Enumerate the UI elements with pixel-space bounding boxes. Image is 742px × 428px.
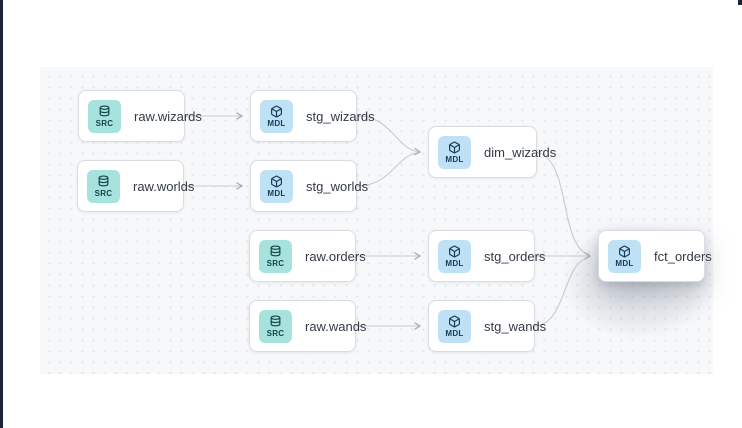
left-edge-bar: [0, 0, 3, 428]
badge-label: MDL: [267, 118, 286, 128]
badge-label: SRC: [266, 328, 285, 338]
node-stg-orders[interactable]: MDL stg_orders: [428, 230, 545, 282]
node-label: raw.orders: [305, 248, 366, 264]
node-raw-wands[interactable]: SRC raw.wands: [249, 300, 366, 352]
database-icon: [97, 174, 110, 188]
model-badge: MDL: [260, 99, 293, 133]
cube-icon: [448, 244, 461, 258]
node-label: raw.wizards: [134, 108, 202, 124]
database-icon: [269, 244, 282, 258]
node-label: raw.wands: [305, 318, 367, 334]
node-label: stg_wands: [484, 318, 547, 334]
badge-label: MDL: [445, 154, 464, 164]
edge-dim-wizards-fct-orders: [534, 151, 591, 256]
model-badge: MDL: [438, 239, 471, 273]
node-label: stg_wizards: [306, 108, 375, 124]
node-fct-orders[interactable]: MDL fct_orders: [598, 230, 712, 282]
node-label: fct_orders: [654, 248, 712, 264]
cube-icon: [270, 104, 283, 118]
node-label: stg_orders: [484, 248, 546, 264]
node-raw-orders[interactable]: SRC raw.orders: [249, 230, 366, 282]
database-icon: [98, 104, 111, 118]
node-stg-wands[interactable]: MDL stg_wands: [428, 300, 546, 352]
badge-label: MDL: [267, 188, 286, 198]
cube-icon: [270, 174, 283, 188]
corner-mark: [738, 0, 742, 5]
node-raw-worlds[interactable]: SRC raw.worlds: [77, 160, 194, 212]
badge-label: SRC: [94, 188, 113, 198]
node-stg-wizards[interactable]: MDL stg_wizards: [250, 90, 375, 142]
badge-label: MDL: [445, 328, 464, 338]
badge-label: MDL: [615, 258, 634, 268]
model-badge: MDL: [608, 239, 641, 273]
source-badge: SRC: [87, 169, 120, 203]
cube-icon: [448, 314, 461, 328]
node-dim-wizards[interactable]: MDL dim_wizards: [428, 126, 556, 178]
node-label: raw.worlds: [133, 178, 195, 194]
cube-icon: [618, 244, 631, 258]
lineage-canvas[interactable]: SRC raw.wizards MDL stg_wizards SRC raw.…: [40, 67, 738, 374]
source-badge: SRC: [88, 99, 121, 133]
node-stg-worlds[interactable]: MDL stg_worlds: [250, 160, 368, 212]
database-icon: [269, 314, 282, 328]
model-badge: MDL: [260, 169, 293, 203]
model-badge: MDL: [438, 309, 471, 343]
badge-label: SRC: [95, 118, 114, 128]
node-label: stg_worlds: [306, 178, 369, 194]
source-badge: SRC: [259, 309, 292, 343]
badge-label: SRC: [266, 258, 285, 268]
edge-stg-wands-fct-orders: [534, 256, 591, 327]
node-raw-wizards[interactable]: SRC raw.wizards: [78, 90, 202, 142]
node-label: dim_wizards: [484, 144, 557, 160]
model-badge: MDL: [438, 135, 471, 169]
cube-icon: [448, 140, 461, 154]
source-badge: SRC: [259, 239, 292, 273]
badge-label: MDL: [445, 258, 464, 268]
